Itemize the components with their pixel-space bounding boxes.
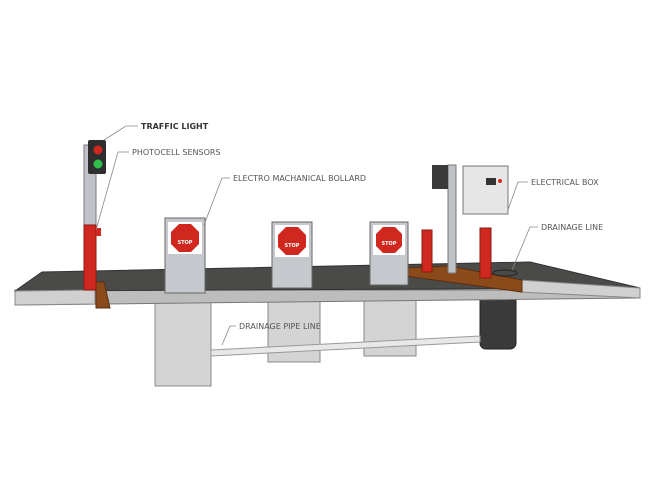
traffic-light-right [432,164,457,274]
leader-lines [95,125,538,346]
stop-sign-icon [376,227,402,253]
stop-text: STOP [178,240,193,246]
label-drainage-line: DRAINAGE LINE [541,223,603,232]
stop-text: STOP [285,243,300,249]
electrical-box [462,165,509,215]
label-photocell-sensors: PHOTOCELL SENSORS [132,148,221,157]
label-electrical-box: ELECTRICAL BOX [531,178,599,187]
label-drainage-pipe-line: DRAINAGE PIPE LINE [239,322,321,331]
traffic-light-left [83,140,106,291]
bollard: STOP [164,217,206,294]
label-bollard: ELECTRO MACHANICAL BOLLARD [233,174,366,183]
drainage-grate [492,269,518,277]
wooden-curb-left [95,281,111,309]
stop-sign-icon [171,224,199,252]
bollard: STOP [271,221,313,289]
red-light-icon [93,145,103,155]
photocell-posts-right [421,227,492,279]
label-traffic-light: TRAFFIC LIGHT [141,122,209,131]
green-light-icon [93,159,103,169]
stop-sign-icon [278,227,306,255]
stop-text: STOP [382,241,397,247]
platform [13,261,641,306]
drainage-pipe [210,335,481,357]
bollard: STOP [369,221,409,286]
